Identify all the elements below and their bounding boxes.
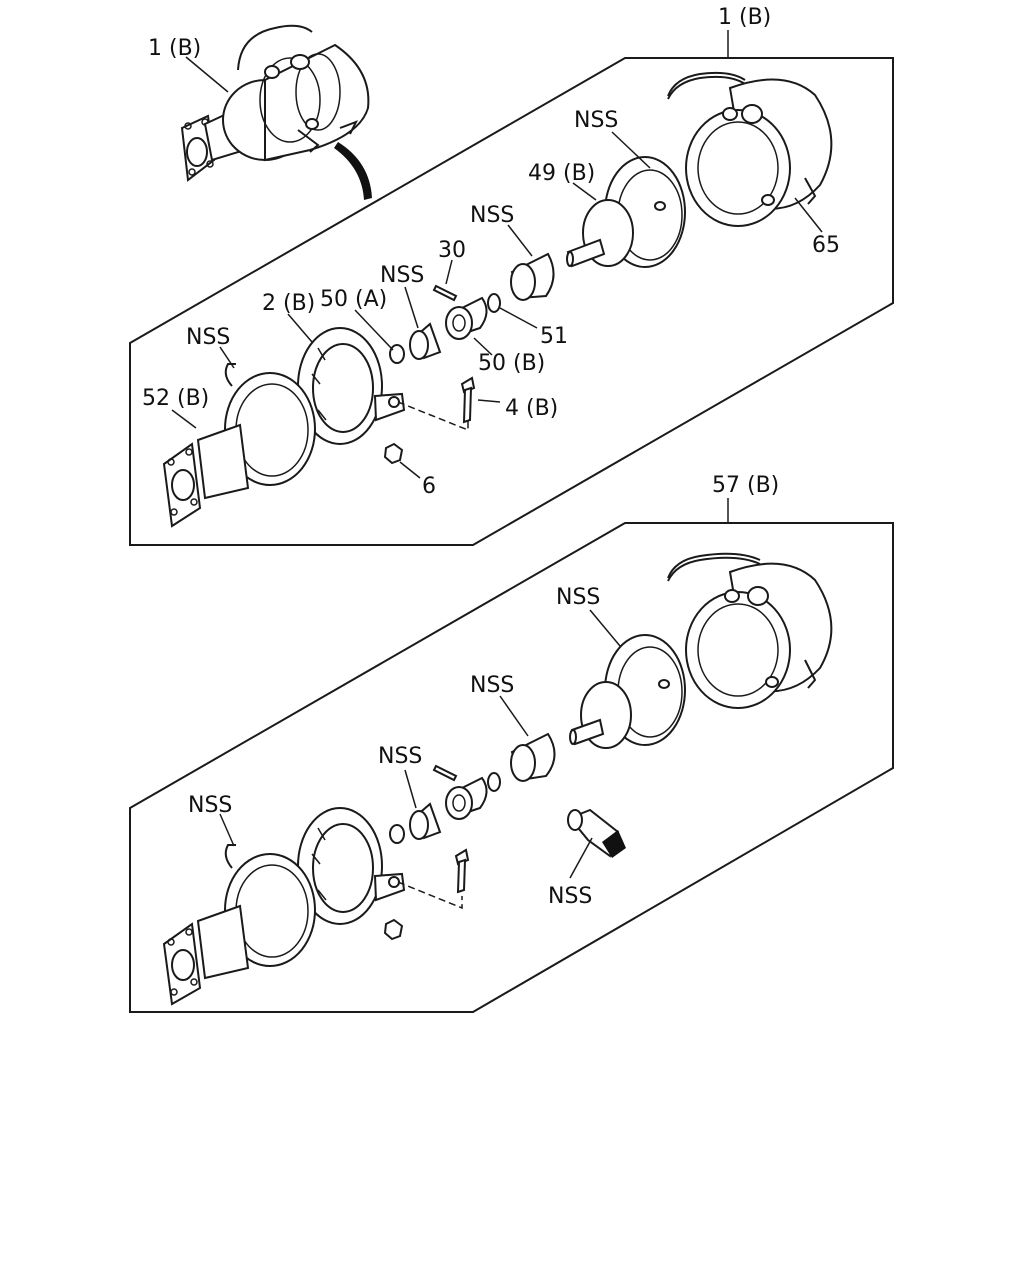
lower-valve-seat <box>445 776 488 820</box>
label-50a: 50 (A) <box>320 287 387 312</box>
label-nss-boot: NSS <box>470 203 514 228</box>
label-assembly-1b: 1 (B) <box>718 5 771 30</box>
lower-hose-pipe <box>667 552 761 582</box>
label-4b: 4 (B) <box>505 396 558 421</box>
lower-bushing <box>409 802 442 840</box>
label-51: 51 <box>540 324 568 349</box>
upper-chamber-housing <box>685 78 833 227</box>
label-nss-hose: NSS <box>186 325 230 350</box>
label-6: 6 <box>422 474 436 499</box>
label-30: 30 <box>438 238 466 263</box>
upper-leader-lines <box>171 30 823 479</box>
label-49b: 49 (B) <box>528 161 595 186</box>
upper-panel-frame <box>129 57 894 546</box>
lower-bolt <box>454 848 470 894</box>
upper-hose-pipe <box>667 71 746 100</box>
label-lower-nss-hose: NSS <box>188 793 232 818</box>
upper-valve-seat <box>445 296 488 340</box>
label-lower-nss-boot: NSS <box>470 673 514 698</box>
label-lower-nss-tool: NSS <box>548 884 592 909</box>
upper-nut <box>383 442 404 465</box>
upper-o-ring <box>487 293 501 313</box>
transition-arrow <box>334 142 372 200</box>
label-65: 65 <box>812 233 840 258</box>
lower-boot <box>510 732 556 782</box>
label-nss-diaphragm: NSS <box>574 108 618 133</box>
upper-bushing <box>409 322 442 360</box>
upper-push-plate <box>566 199 634 268</box>
label-50b: 50 (B) <box>478 351 545 376</box>
lower-pin <box>432 764 458 782</box>
upper-boot <box>510 252 555 301</box>
label-assembly-57b: 57 (B) <box>712 473 779 498</box>
overview-assembly <box>180 24 370 182</box>
lower-small-bush <box>389 824 405 844</box>
upper-labels: 1 (B) 1 (B) NSS 49 (B) NSS 30 NSS 50 (A)… <box>142 5 840 499</box>
label-nss-bushing: NSS <box>380 263 424 288</box>
upper-bolt <box>460 376 476 424</box>
label-overview-1b: 1 (B) <box>148 36 201 61</box>
lower-o-ring <box>487 772 501 792</box>
upper-small-bush <box>389 344 405 364</box>
lower-push-plate <box>569 681 632 749</box>
upper-bolt-guide <box>397 401 469 432</box>
label-52b: 52 (B) <box>142 386 209 411</box>
label-2b: 2 (B) <box>262 291 315 316</box>
lower-panel-frame <box>129 522 894 1013</box>
lower-chamber-housing <box>685 562 833 709</box>
label-lower-nss-bushing: NSS <box>378 744 422 769</box>
label-lower-nss-diaphragm: NSS <box>556 585 600 610</box>
lower-bolt-guide <box>397 881 463 910</box>
lower-nut <box>383 918 404 941</box>
lower-labels: 57 (B) NSS NSS NSS NSS NSS <box>188 473 779 909</box>
lower-leader-lines <box>219 498 729 879</box>
upper-base-chamber <box>162 363 316 528</box>
lower-tool <box>567 808 626 858</box>
upper-pin <box>432 284 458 302</box>
lower-base-chamber <box>162 844 316 1006</box>
